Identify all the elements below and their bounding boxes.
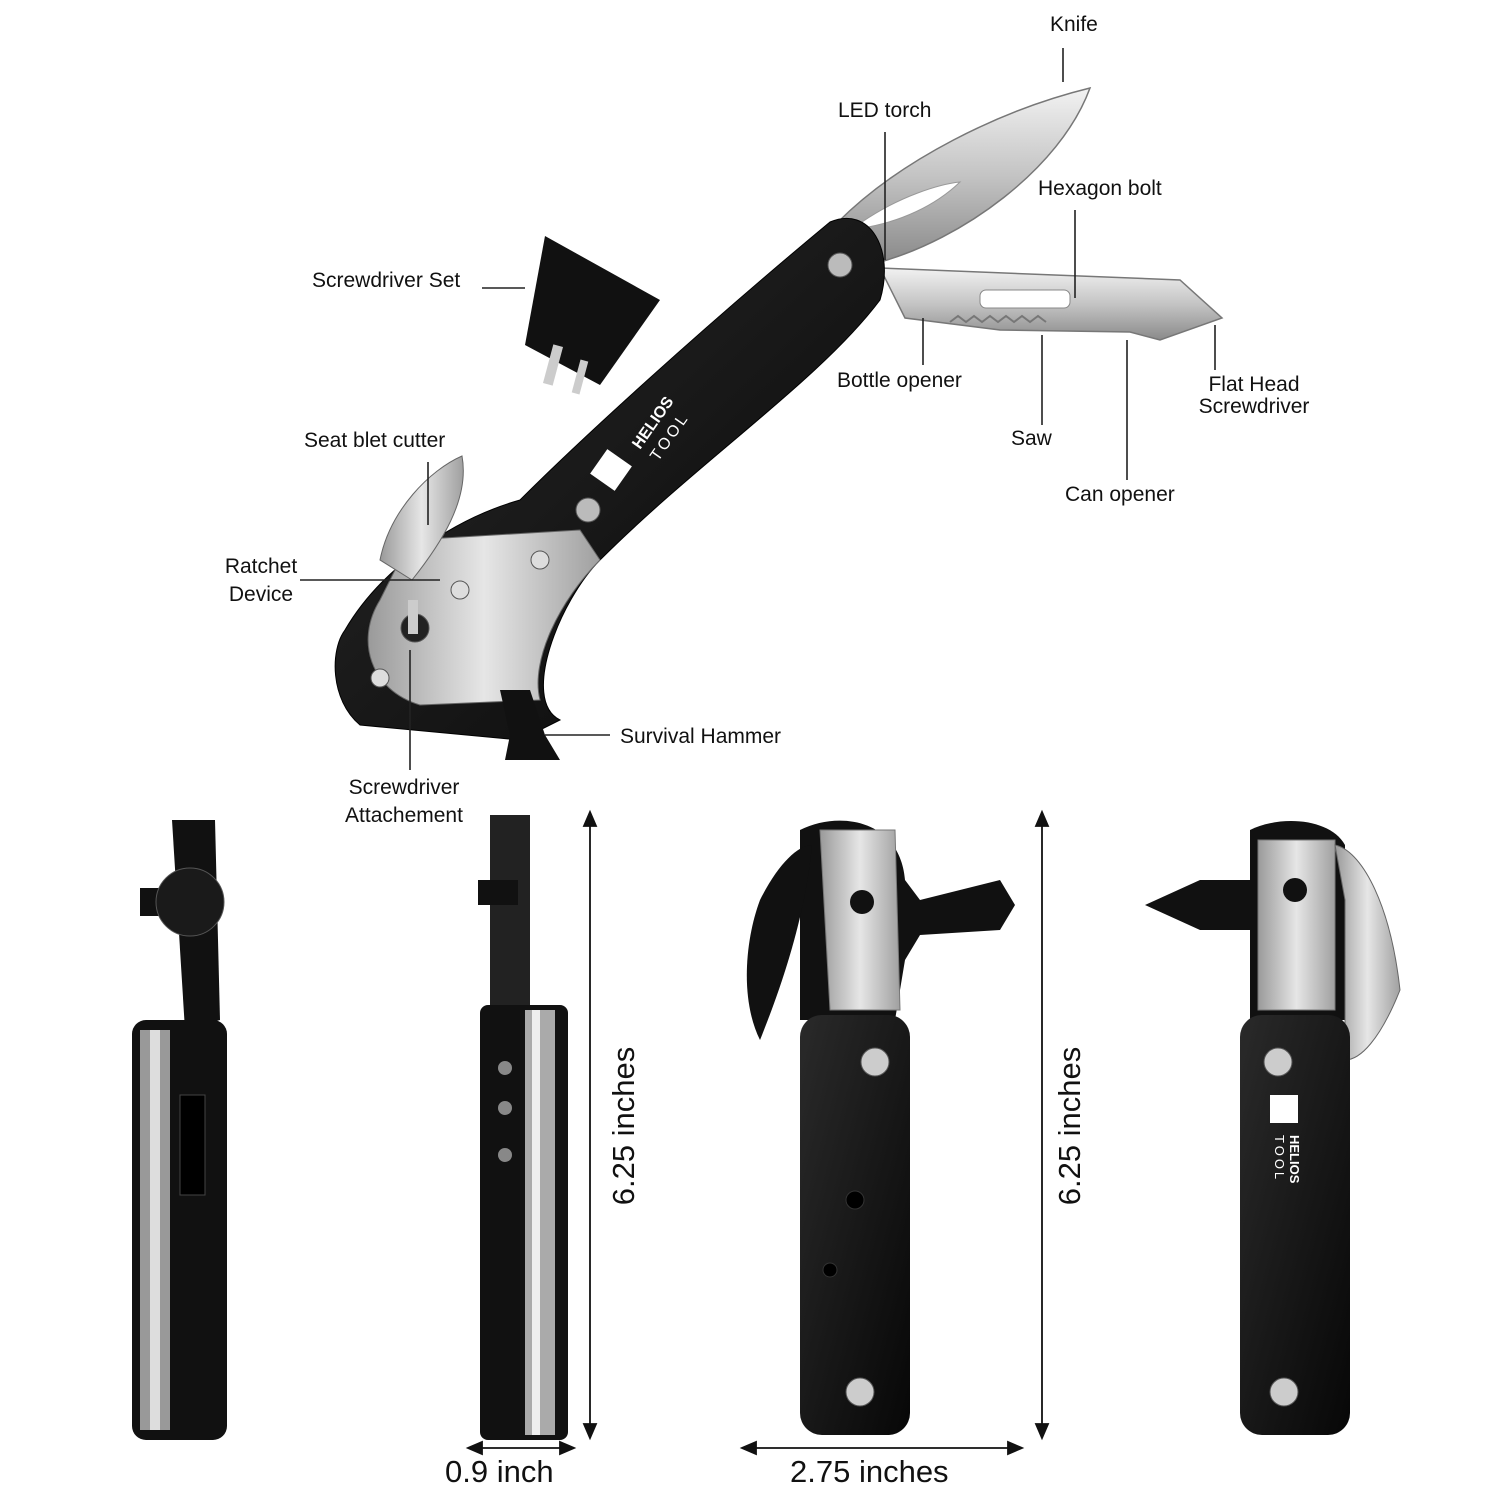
survival-hammer-spike bbox=[500, 690, 560, 760]
front-view: HELIOS TOOL bbox=[1145, 821, 1401, 1435]
steel-plate bbox=[367, 529, 601, 706]
label-screwdriver-set: Screwdriver Set bbox=[312, 269, 461, 292]
open-multitool: HELIOS TOOL bbox=[334, 86, 1224, 760]
back-view bbox=[746, 820, 1015, 1435]
screwdriver-set bbox=[525, 236, 660, 395]
dim-width: 2.75 inches bbox=[790, 1454, 949, 1489]
side-view bbox=[478, 815, 568, 1440]
edge-view-1 bbox=[132, 820, 227, 1440]
label-survival-hammer: Survival Hammer bbox=[620, 725, 782, 748]
label-sd-attach-line1: Screwdriver bbox=[348, 776, 460, 799]
label-sd-attach-line2: Attachement bbox=[345, 804, 463, 828]
front-brand-line1: HELIOS bbox=[1287, 1135, 1302, 1184]
label-seat-belt-cutter: Seat blet cutter bbox=[304, 429, 446, 452]
dimension-arrows bbox=[465, 809, 1050, 1456]
label-knife: Knife bbox=[1050, 13, 1098, 36]
label-ratchet-line1: Ratchet bbox=[224, 555, 298, 578]
label-ratchet-line2: Device bbox=[228, 583, 294, 607]
label-bottle-opener: Bottle opener bbox=[837, 369, 962, 392]
label-flat-head-line2: Screwdriver bbox=[1198, 395, 1310, 419]
label-hexagon-bolt: Hexagon bolt bbox=[1038, 177, 1162, 200]
seat-belt-cutter bbox=[379, 455, 464, 581]
dim-height-front: 6.25 inches bbox=[1052, 1046, 1087, 1206]
front-brand-line2: TOOL bbox=[1272, 1135, 1287, 1182]
label-flat-head-screwdriver: Flat Head Screwdriver bbox=[1190, 372, 1318, 421]
callout-lines bbox=[300, 48, 1216, 770]
dim-thickness: 0.9 inch bbox=[445, 1454, 554, 1489]
label-led-torch: LED torch bbox=[838, 99, 932, 122]
label-flat-head-line1: Flat Head bbox=[1208, 373, 1300, 396]
label-ratchet-device: Ratchet Device bbox=[214, 554, 308, 609]
knife-blade bbox=[836, 86, 1092, 263]
label-can-opener: Can opener bbox=[1065, 483, 1175, 506]
label-saw: Saw bbox=[1011, 427, 1052, 450]
label-screwdriver-attachment: Screwdriver Attachement bbox=[330, 775, 478, 830]
dim-height-side: 6.25 inches bbox=[606, 1046, 641, 1206]
